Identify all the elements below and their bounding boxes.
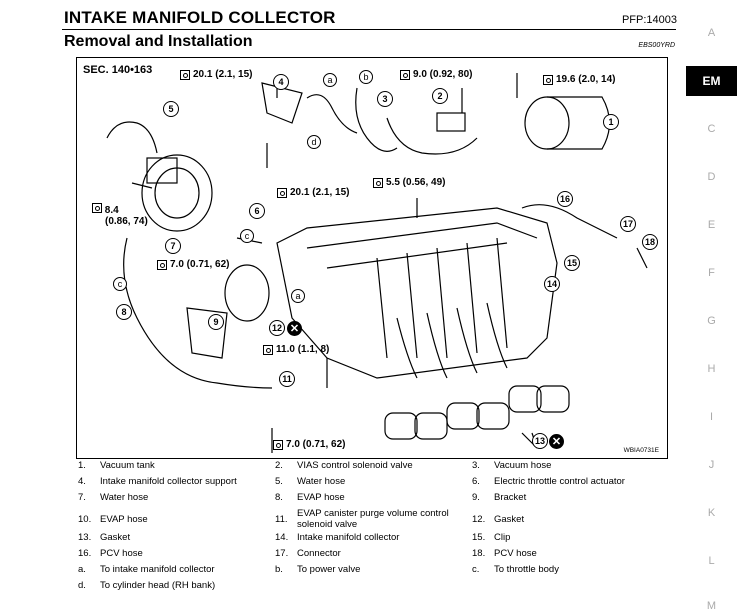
torque-icon — [277, 187, 287, 198]
torque-icon — [400, 69, 410, 80]
torque-icon — [543, 74, 553, 85]
callout-6: 6 — [249, 203, 265, 219]
torque-spec-7: 7.0 (0.71, 62) — [157, 259, 229, 270]
label-c-lower: c — [113, 277, 127, 291]
throttle-gasket — [224, 264, 270, 322]
section-tab-l[interactable]: L — [708, 555, 715, 567]
section-tab-c[interactable]: C — [707, 123, 716, 135]
callout-7: 7 — [165, 238, 181, 254]
callout-2: 2 — [432, 88, 448, 104]
do-not-reuse-icon: ✕ — [287, 321, 302, 336]
torque-spec-9: 7.0 (0.71, 62) — [273, 439, 345, 450]
torque-spec-5: 5.5 (0.56, 49) — [373, 177, 445, 188]
callout-3: 3 — [377, 91, 393, 107]
diagram-drawing — [106, 73, 648, 453]
legend-row: 10.EVAP hose 11.EVAP canister purge volu… — [78, 508, 525, 530]
section-index-sidebar: A EM C D E F G H I J K L M — [686, 0, 737, 616]
torque-icon — [273, 439, 283, 450]
label-c-upper: c — [240, 229, 254, 243]
callout-9: 9 — [208, 314, 224, 330]
callout-18: 18 — [642, 234, 658, 250]
parts-legend: 1.Vacuum tank 2.VIAS control solenoid va… — [78, 460, 678, 596]
callout-16: 16 — [557, 191, 573, 207]
pfp-code: PFP:14003 — [621, 14, 677, 26]
section-tab-h[interactable]: H — [707, 363, 716, 375]
torque-spec-3: 19.6 (2.0, 14) — [543, 74, 615, 85]
callout-1: 1 — [603, 114, 619, 130]
do-not-reuse-icon: ✕ — [549, 434, 564, 449]
document-code: EBS00YRD — [638, 42, 675, 49]
callout-17: 17 — [620, 216, 636, 232]
section-reference: SEC. 140•163 — [83, 64, 153, 76]
legend-row: 1.Vacuum tank 2.VIAS control solenoid va… — [78, 460, 552, 471]
section-tab-d[interactable]: D — [707, 171, 716, 183]
legend-row: 16.PCV hose 17.Connector 18.PCV hose — [78, 548, 537, 559]
legend-row: a.To intake manifold collector b.To powe… — [78, 564, 559, 575]
section-tab-g[interactable]: G — [707, 315, 716, 327]
callout-15: 15 — [564, 255, 580, 271]
vacuum-tank — [524, 96, 570, 150]
section-tab-k[interactable]: K — [707, 507, 716, 519]
label-a-top: a — [323, 73, 337, 87]
section-tab-f[interactable]: F — [708, 267, 715, 279]
callout-11: 11 — [279, 371, 295, 387]
callout-4: 4 — [273, 74, 289, 90]
callout-13: 13 — [532, 433, 548, 449]
label-d: d — [307, 135, 321, 149]
figure-id: WBIA0731E — [623, 447, 659, 454]
callout-5: 5 — [163, 101, 179, 117]
section-tab-m[interactable]: M — [706, 600, 717, 612]
section-tab-em[interactable]: EM — [686, 66, 737, 96]
section-tab-a[interactable]: A — [707, 27, 716, 39]
torque-spec-1: 20.1 (2.1, 15) — [180, 69, 252, 80]
legend-row: 13.Gasket 14.Intake manifold collector 1… — [78, 532, 511, 543]
torque-spec-4: 20.1 (2.1, 15) — [277, 187, 349, 198]
section-tab-j[interactable]: J — [708, 459, 715, 471]
page-title: INTAKE MANIFOLD COLLECTOR — [64, 8, 336, 27]
callout-8: 8 — [116, 304, 132, 320]
callout-12: 12 — [269, 320, 285, 336]
torque-icon — [92, 203, 102, 213]
section-subtitle: Removal and Installation — [64, 33, 253, 50]
title-rule — [62, 29, 676, 30]
legend-row: 7.Water hose 8.EVAP hose 9.Bracket — [78, 492, 527, 503]
exploded-diagram: SEC. 140•163 WBIA0731E 20.1 (2.1, 15) 9.… — [76, 57, 668, 459]
torque-spec-8: 11.0 (1.1, 8) — [263, 344, 329, 355]
torque-icon — [263, 344, 273, 355]
legend-row: d.To cylinder head (RH bank) — [78, 580, 216, 591]
manifold-body — [276, 207, 558, 379]
label-b: b — [359, 70, 373, 84]
label-a: a — [291, 289, 305, 303]
torque-spec-6: 8.4 (0.86, 74) — [92, 203, 148, 227]
torque-icon — [157, 259, 167, 270]
throttle-body — [141, 154, 213, 232]
section-tab-e[interactable]: E — [707, 219, 716, 231]
legend-row: 4.Intake manifold collector support 5.Wa… — [78, 476, 625, 487]
torque-icon — [373, 177, 383, 188]
torque-icon — [180, 69, 190, 80]
section-tab-i[interactable]: I — [709, 411, 714, 423]
torque-spec-2: 9.0 (0.92, 80) — [400, 69, 472, 80]
callout-14: 14 — [544, 276, 560, 292]
